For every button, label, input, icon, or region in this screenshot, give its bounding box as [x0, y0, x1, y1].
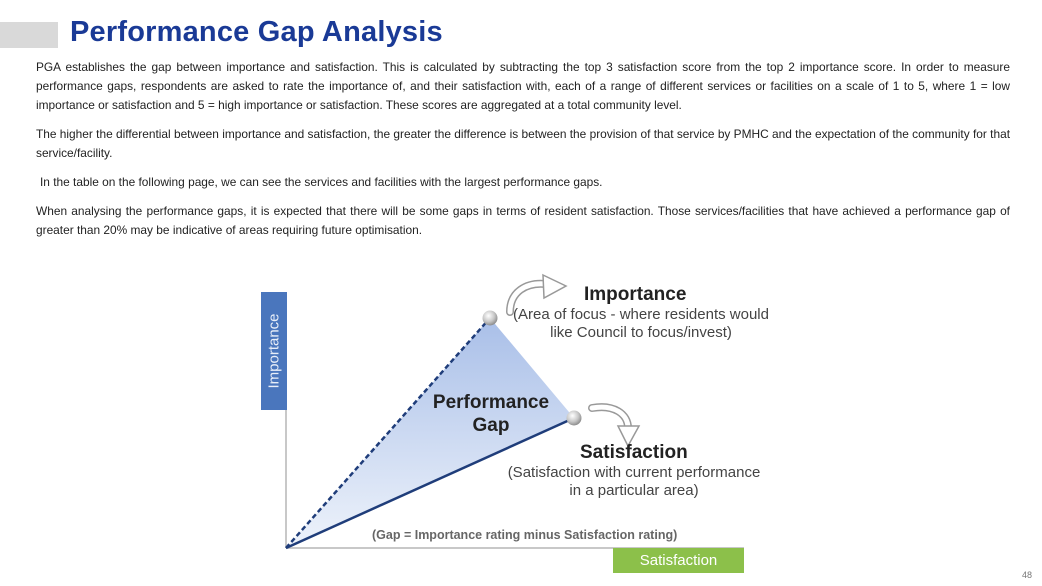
paragraph-table-reference: In the table on the following page, we c…: [40, 175, 603, 189]
performance-gap-label: Performance Gap: [432, 392, 550, 436]
performance-gap-area: [286, 318, 574, 548]
paragraph-differential: The higher the differential between impo…: [36, 127, 1010, 160]
body-text: PGA establishes the gap between importan…: [36, 58, 1010, 250]
gap-formula: (Gap = Importance rating minus Satisfact…: [372, 528, 678, 542]
paragraph-threshold: When analysing the performance gaps, it …: [36, 204, 1010, 237]
title-accent-bar: [0, 22, 58, 48]
x-axis-label: Satisfaction: [613, 548, 744, 573]
importance-point: [482, 310, 498, 326]
y-axis-label-text: Importance: [265, 313, 283, 389]
satisfaction-description: (Satisfaction with current performance i…: [507, 464, 761, 499]
satisfaction-arrow-icon: [588, 403, 641, 448]
satisfaction-point: [566, 410, 582, 426]
satisfaction-line: [285, 416, 575, 550]
satisfaction-title: Satisfaction: [580, 442, 688, 463]
importance-title: Importance: [584, 284, 687, 305]
importance-description: (Area of focus - where residents would l…: [513, 306, 769, 341]
y-axis-label: Importance: [261, 292, 287, 410]
importance-arrow-icon: [506, 273, 568, 316]
paragraph-pga-definition: PGA establishes the gap between importan…: [36, 60, 1010, 112]
page-title: Performance Gap Analysis: [70, 16, 443, 48]
page-number: 48: [1022, 570, 1033, 580]
importance-line: [285, 317, 491, 549]
